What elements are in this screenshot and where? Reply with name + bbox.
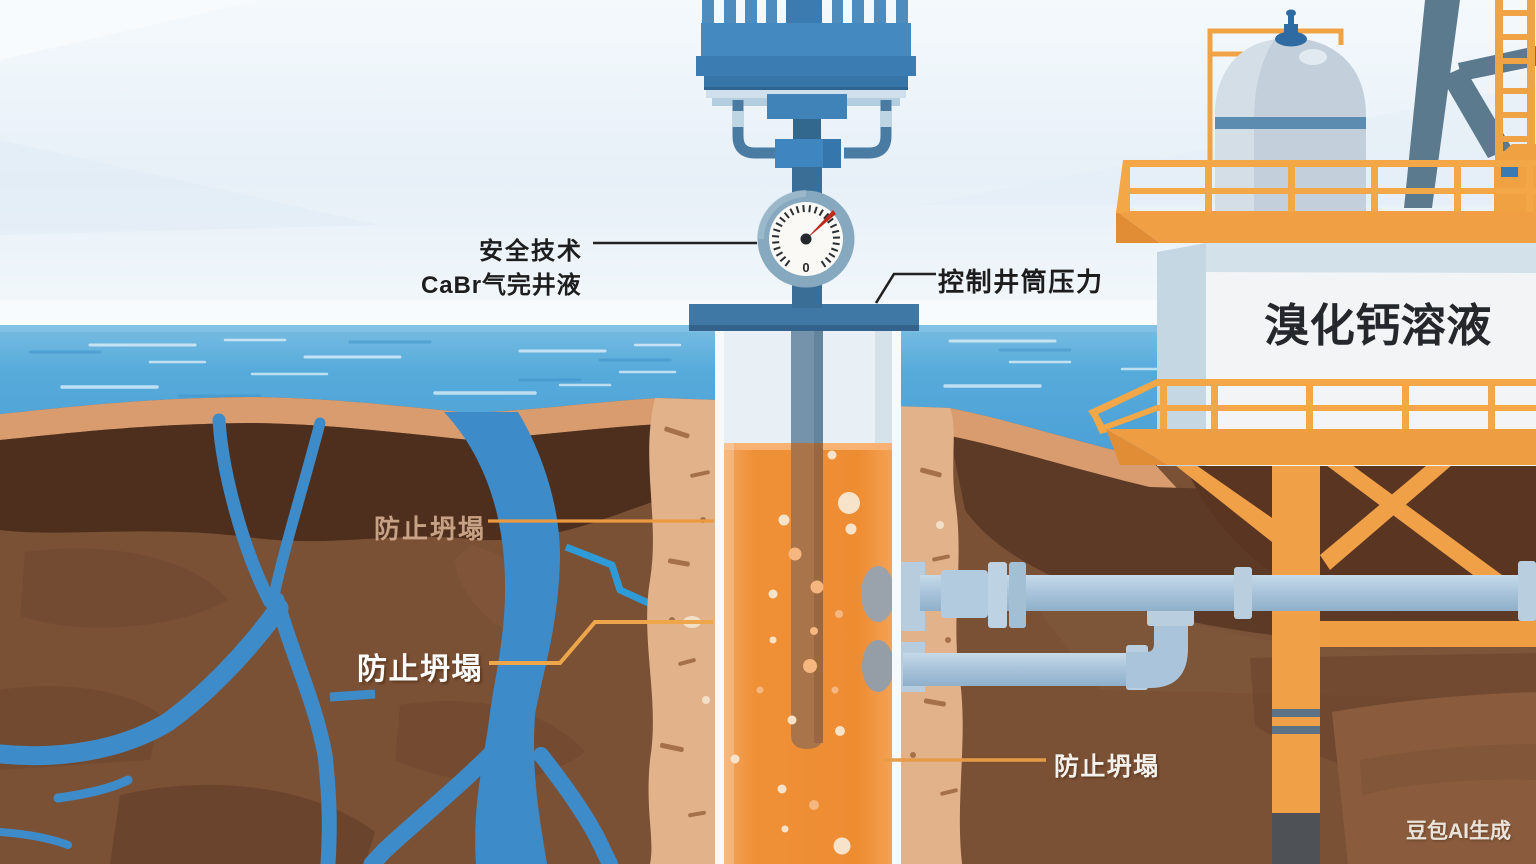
svg-text:0: 0 bbox=[802, 260, 809, 275]
svg-text:溴化钙溶液: 溴化钙溶液 bbox=[1264, 300, 1492, 351]
